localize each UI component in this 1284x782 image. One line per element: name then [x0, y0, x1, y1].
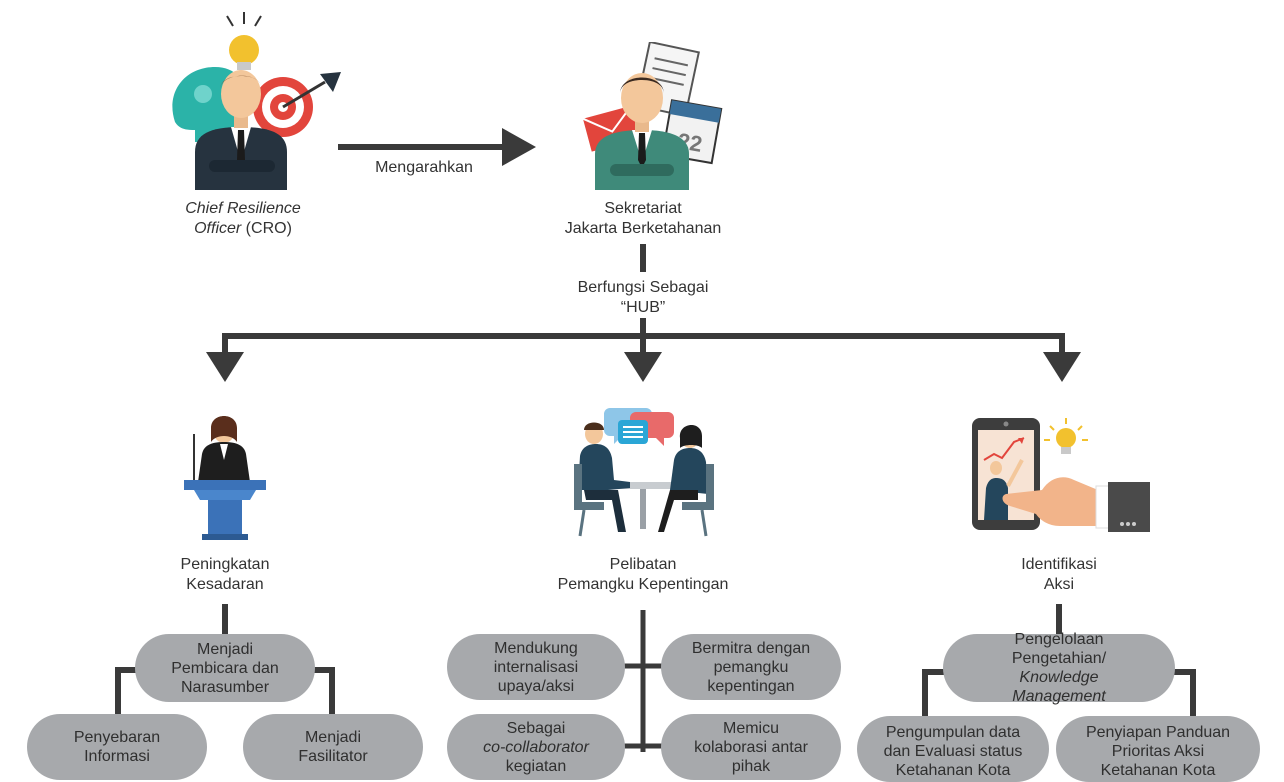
- pill-info-line2: Informasi: [84, 748, 150, 765]
- directing-arrow: [338, 128, 536, 166]
- branch-awareness-title-line2: Kesadaran: [186, 576, 264, 593]
- branch-awareness-title-line1: Peningkatan: [180, 556, 270, 573]
- stakeholder-meeting-icon: [574, 408, 714, 537]
- hub-branch-lines: [206, 318, 1081, 382]
- pill-partner-stakeholders: Bermitra dengan pemangku kepentingan: [661, 634, 841, 700]
- secretariat-label-line1: Sekretariat: [604, 200, 682, 217]
- pill-speaker-resource: Menjadi Pembicara dan Narasumber: [135, 634, 315, 702]
- pill-partner-line2: pemangku: [713, 658, 789, 676]
- secretariat-illustration-icon: 22: [582, 42, 723, 190]
- branch-awareness-title: Peningkatan Kesadaran: [125, 555, 325, 595]
- pill-km-line3: Management: [1012, 688, 1106, 705]
- pill-km-title: Pengelolaan: [1014, 631, 1104, 648]
- cro-label-line1: Chief Resilience: [185, 200, 301, 217]
- pill-data-line1: Pengumpulan data: [885, 723, 1021, 741]
- pill-support-line1: Mendukung: [494, 639, 578, 657]
- pill-data-line3: Ketahanan Kota: [895, 761, 1011, 779]
- pill-support-internalization: Mendukung internalisasi upaya/aksi: [447, 634, 625, 700]
- pill-support-line2: internalisasi: [493, 658, 579, 676]
- pill-partner-line3: kepentingan: [707, 677, 795, 695]
- pill-guide-line2: Prioritas Aksi: [1111, 742, 1205, 760]
- branch-action-title-line2: Aksi: [1043, 576, 1075, 593]
- pill-data-line2: dan Evaluasi status: [883, 742, 1023, 760]
- pill-speaker-line2: Pembicara dan: [171, 659, 279, 677]
- branch-action-title: Identifikasi Aksi: [959, 555, 1159, 595]
- pill-speaker-line1: Menjadi: [196, 640, 254, 658]
- pill-trigger-line2: kolaborasi antar: [694, 738, 808, 756]
- pill-support-line3: upaya/aksi: [497, 677, 575, 695]
- pill-collab-line1: Sebagai: [506, 719, 566, 737]
- pill-speaker-line3: Narasumber: [180, 678, 270, 696]
- cro-label-abbr: (CRO): [241, 220, 292, 237]
- pill-info-dissemination: Penyebaran Informasi: [27, 714, 207, 780]
- branch-action-title-line1: Identifikasi: [1021, 556, 1097, 573]
- pill-trigger-collaboration: Memicu kolaborasi antar pihak: [661, 714, 841, 780]
- pill-data-collection: Pengumpulan data dan Evaluasi status Ket…: [857, 716, 1049, 782]
- pill-trigger-line3: pihak: [731, 757, 771, 775]
- engagement-tree-lines: [620, 610, 666, 752]
- pill-trigger-line1: Memicu: [722, 719, 779, 737]
- cro-label: Chief Resilience Officer (CRO): [150, 199, 336, 239]
- branch-engagement-title-line2: Pemangku Kepentingan: [557, 576, 729, 593]
- directing-label: Mengarahkan: [375, 159, 473, 176]
- pill-collab-line2: co-collaborator: [483, 738, 589, 756]
- secretariat-label: Sekretariat Jakarta Berketahanan: [533, 199, 753, 239]
- hub-label-line2: “HUB”: [620, 299, 666, 316]
- hub-label-line1: Berfungsi Sebagai: [577, 279, 709, 296]
- action-tree-lines: [922, 604, 1196, 716]
- tablet-hand-icon: [972, 418, 1150, 532]
- pill-partner-line1: Bermitra dengan: [691, 639, 811, 657]
- pill-km-line2-italic: Knowledge: [1019, 669, 1099, 686]
- cro-illustration-icon: [172, 12, 341, 190]
- pill-knowledge-management: Pengelolaan Pengetahian/Knowledge Manage…: [943, 631, 1175, 705]
- pill-co-collaborator: Sebagai co-collaborator kegiatan: [447, 714, 625, 780]
- pill-facilitator-line1: Menjadi: [304, 729, 361, 746]
- pill-guide-line3: Ketahanan Kota: [1100, 761, 1216, 779]
- hub-label: Berfungsi Sebagai “HUB”: [543, 278, 743, 318]
- branch-engagement-title: Pelibatan Pemangku Kepentingan: [523, 555, 763, 595]
- pill-collab-line3: kegiatan: [505, 757, 567, 775]
- secretariat-label-line2: Jakarta Berketahanan: [564, 220, 722, 237]
- pill-facilitator-line2: Fasilitator: [298, 748, 368, 765]
- pill-facilitator: Menjadi Fasilitator: [243, 714, 423, 780]
- pill-km-line2: Pengetahian/: [1011, 650, 1107, 667]
- speaker-podium-icon: [184, 416, 266, 540]
- pill-priority-guide: Penyiapan Panduan Prioritas Aksi Ketahan…: [1056, 716, 1260, 782]
- branch-engagement-title-line1: Pelibatan: [609, 556, 677, 573]
- pill-guide-line1: Penyiapan Panduan: [1085, 723, 1231, 741]
- pill-info-line1: Penyebaran: [73, 729, 161, 746]
- cro-label-officer: Officer: [194, 220, 242, 237]
